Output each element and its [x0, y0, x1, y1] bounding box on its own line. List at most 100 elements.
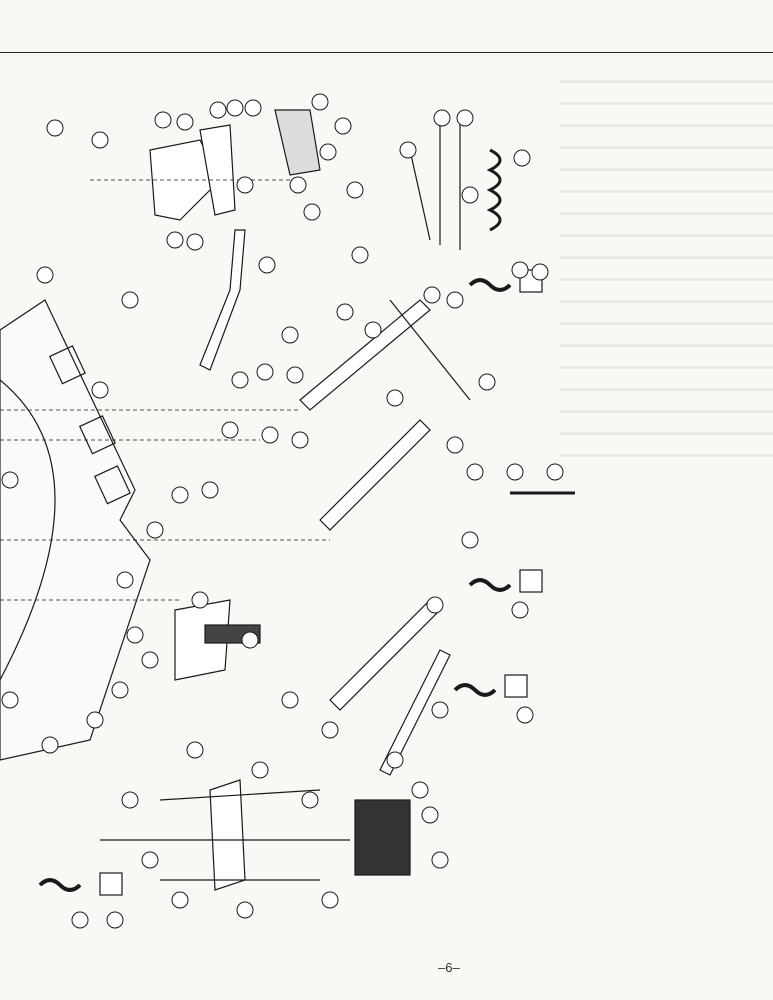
spring-weight: [468, 269, 543, 293]
part-callout: [446, 291, 464, 309]
part-callout: [41, 736, 59, 754]
part-callout: [511, 601, 529, 619]
spring-weight: [468, 569, 543, 593]
part-callout: [209, 101, 227, 119]
part-callout: [461, 531, 479, 549]
part-callout: [461, 186, 479, 204]
part-callout: [241, 631, 259, 649]
part-callout: [291, 431, 309, 449]
part-callout: [236, 176, 254, 194]
part-callout: [121, 791, 139, 809]
plate-slot: [93, 465, 131, 505]
part-callout: [364, 321, 382, 339]
arm: [299, 299, 431, 411]
part-callout: [431, 851, 449, 869]
part-callout: [511, 261, 529, 279]
part-callout: [231, 371, 249, 389]
coil-spring: [486, 148, 502, 232]
part-callout: [289, 176, 307, 194]
part-callout: [71, 911, 89, 929]
shaft: [159, 789, 321, 801]
bracket: [199, 124, 236, 216]
part-callout: [321, 721, 339, 739]
part-callout: [121, 291, 139, 309]
part-callout: [166, 231, 184, 249]
terminal-strip: [174, 599, 231, 681]
part-callout: [303, 203, 321, 221]
part-callout: [446, 436, 464, 454]
part-callout: [244, 99, 262, 117]
part-callout: [126, 626, 144, 644]
part-callout: [411, 781, 429, 799]
part-callout: [191, 591, 209, 609]
part-callout: [336, 303, 354, 321]
part-callout: [286, 366, 304, 384]
part-callout: [456, 109, 474, 127]
part-callout: [386, 751, 404, 769]
part-callout: [399, 141, 417, 159]
part-callout: [281, 691, 299, 709]
part-callout: [478, 373, 496, 391]
lever: [199, 229, 246, 371]
part-callout: [531, 263, 549, 281]
bracket: [274, 109, 321, 176]
arm: [319, 419, 431, 531]
part-callout: [36, 266, 54, 284]
part-callout: [221, 421, 239, 439]
part-callout: [433, 109, 451, 127]
part-callout: [91, 131, 109, 149]
part-callout: [111, 681, 129, 699]
spring-weight: [453, 674, 528, 698]
part-callout: [258, 256, 276, 274]
part-callout: [506, 463, 524, 481]
part-callout: [386, 389, 404, 407]
part-callout: [201, 481, 219, 499]
part-callout: [426, 596, 444, 614]
rail: [389, 299, 471, 401]
part-callout: [546, 463, 564, 481]
part-callout: [46, 119, 64, 137]
part-callout: [513, 149, 531, 167]
part-callout: [141, 651, 159, 669]
part-callout: [321, 891, 339, 909]
part-callout: [1, 691, 19, 709]
part-callout: [251, 761, 269, 779]
part-callout: [116, 571, 134, 589]
part-callout: [226, 99, 244, 117]
part-callout: [431, 701, 449, 719]
part-callout: [186, 741, 204, 759]
part-callout: [236, 901, 254, 919]
motor: [354, 799, 411, 876]
spring-weight: [38, 872, 123, 896]
part-callout: [154, 111, 172, 129]
page-number: –6–: [438, 960, 460, 975]
part-callout: [301, 791, 319, 809]
part-callout: [346, 181, 364, 199]
part-callout: [171, 486, 189, 504]
bleed-through-text: [560, 80, 773, 460]
part-callout: [141, 851, 159, 869]
part-callout: [319, 143, 337, 161]
turntable-disc: [0, 379, 56, 681]
part-callout: [1, 471, 19, 489]
part-callout: [106, 911, 124, 929]
arm: [379, 649, 451, 776]
part-callout: [186, 233, 204, 251]
part-callout: [281, 326, 299, 344]
part-callout: [351, 246, 369, 264]
part-callout: [146, 521, 164, 539]
part-callout: [176, 113, 194, 131]
part-callout: [256, 363, 274, 381]
part-callout: [516, 706, 534, 724]
part-callout: [91, 381, 109, 399]
part-callout: [311, 93, 329, 111]
part-callout: [334, 117, 352, 135]
part-callout: [423, 286, 441, 304]
part-callout: [466, 463, 484, 481]
part-callout: [261, 426, 279, 444]
part-callout: [86, 711, 104, 729]
plate-slot: [48, 345, 86, 385]
rod: [409, 149, 431, 241]
part-callout: [171, 891, 189, 909]
